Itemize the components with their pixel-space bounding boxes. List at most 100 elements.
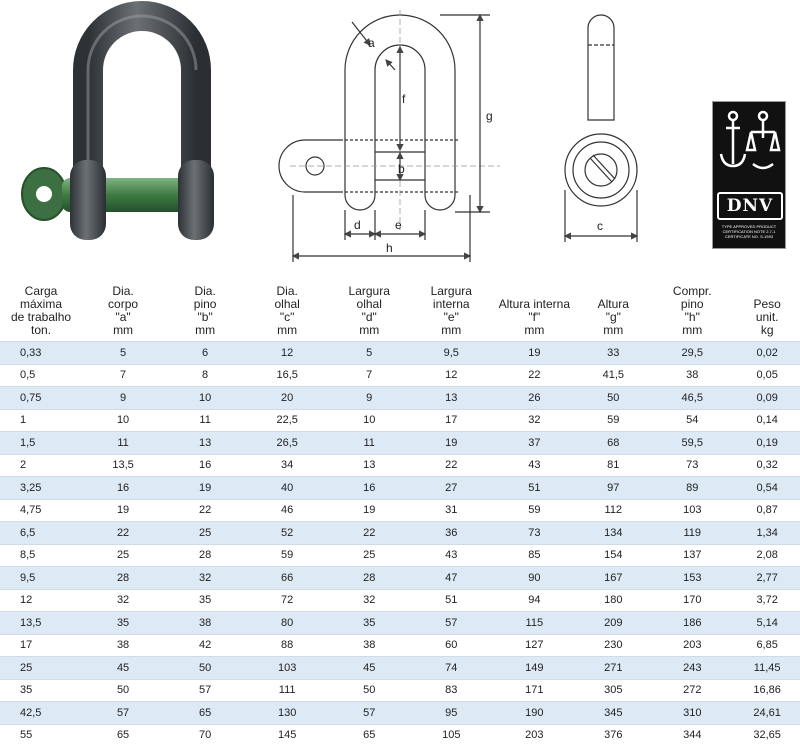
table-cell: 28	[164, 544, 246, 567]
table-cell: 51	[492, 477, 576, 500]
table-cell: 22	[492, 364, 576, 387]
table-cell: 171	[492, 679, 576, 702]
table-cell: 28	[328, 567, 410, 590]
table-cell: 25	[82, 544, 164, 567]
table-cell: 0,75	[0, 387, 82, 410]
table-cell: 32	[328, 589, 410, 612]
shackle-drawings: a f g b d e h c	[0, 0, 800, 275]
table-cell: 54	[650, 409, 734, 432]
table-cell: 20	[246, 387, 328, 410]
table-cell: 180	[576, 589, 650, 612]
table-cell: 3,25	[0, 477, 82, 500]
table-cell: 60	[410, 634, 492, 657]
table-cell: 22	[164, 499, 246, 522]
table-cell: 105	[410, 724, 492, 746]
table-cell: 2,08	[734, 544, 800, 567]
table-cell: 42	[164, 634, 246, 657]
table-cell: 59	[246, 544, 328, 567]
table-cell: 0,09	[734, 387, 800, 410]
table-cell: 31	[410, 499, 492, 522]
table-cell: 11	[164, 409, 246, 432]
dnv-brand: DNV	[717, 192, 783, 220]
column-header-line: mm	[410, 324, 492, 337]
table-cell: 230	[576, 634, 650, 657]
table-cell: 0,33	[0, 342, 82, 365]
table-cell: 3,72	[734, 589, 800, 612]
table-cell: 73	[650, 454, 734, 477]
table-cell: 13,5	[0, 612, 82, 635]
column-header-line: mm	[246, 324, 328, 337]
table-cell: 50	[576, 387, 650, 410]
table-cell: 203	[492, 724, 576, 746]
table-cell: 0,87	[734, 499, 800, 522]
column-header-line: mm	[650, 324, 734, 337]
table-cell: 83	[410, 679, 492, 702]
table-cell: 59,5	[650, 432, 734, 455]
table-cell: 103	[246, 657, 328, 680]
table-cell: 26,5	[246, 432, 328, 455]
table-cell: 8,5	[0, 544, 82, 567]
table-cell: 51	[410, 589, 492, 612]
table-cell: 38	[328, 634, 410, 657]
table-cell: 73	[492, 522, 576, 545]
table-cell: 45	[328, 657, 410, 680]
table-cell: 95	[410, 702, 492, 725]
table-cell: 130	[246, 702, 328, 725]
table-cell: 4,75	[0, 499, 82, 522]
table-cell: 209	[576, 612, 650, 635]
table-cell: 50	[82, 679, 164, 702]
table-cell: 38	[82, 634, 164, 657]
table-cell: 16	[328, 477, 410, 500]
table-cell: 115	[492, 612, 576, 635]
certification-text: TYPE APPROVED PRODUCT CERTIFICATION NOTE…	[715, 224, 783, 239]
table-cell: 9,5	[410, 342, 492, 365]
table-cell: 1	[0, 409, 82, 432]
table-cell: 376	[576, 724, 650, 746]
table-cell: 24,61	[734, 702, 800, 725]
table-cell: 12	[0, 589, 82, 612]
table-cell: 28	[82, 567, 164, 590]
table-cell: 37	[492, 432, 576, 455]
table-cell: 170	[650, 589, 734, 612]
column-header-line: mm	[164, 324, 246, 337]
table-cell: 13	[328, 454, 410, 477]
table-cell: 46	[246, 499, 328, 522]
column-header-line: mm	[82, 324, 164, 337]
table-cell: 13,5	[82, 454, 164, 477]
table-cell: 22,5	[246, 409, 328, 432]
table-cell: 0,05	[734, 364, 800, 387]
shackle-front-view	[279, 10, 500, 262]
table-cell: 27	[410, 477, 492, 500]
dim-label-d: d	[354, 218, 361, 232]
table-cell: 310	[650, 702, 734, 725]
table-cell: 271	[576, 657, 650, 680]
table-cell: 7	[82, 364, 164, 387]
table-cell: 5,14	[734, 612, 800, 635]
table-cell: 149	[492, 657, 576, 680]
table-cell: 0,32	[734, 454, 800, 477]
table-cell: 34	[246, 454, 328, 477]
table-cell: 17	[410, 409, 492, 432]
column-header: Altura interna"f"mm	[492, 278, 576, 342]
table-cell: 2,77	[734, 567, 800, 590]
table-cell: 0,02	[734, 342, 800, 365]
table-cell: 35	[0, 679, 82, 702]
table-cell: 137	[650, 544, 734, 567]
table-cell: 6,5	[0, 522, 82, 545]
table-cell: 16	[82, 477, 164, 500]
table-cell: 50	[164, 657, 246, 680]
dim-label-g: g	[486, 109, 493, 123]
table-cell: 243	[650, 657, 734, 680]
table-cell: 72	[246, 589, 328, 612]
table-cell: 40	[246, 477, 328, 500]
table-cell: 22	[410, 454, 492, 477]
table-cell: 74	[410, 657, 492, 680]
